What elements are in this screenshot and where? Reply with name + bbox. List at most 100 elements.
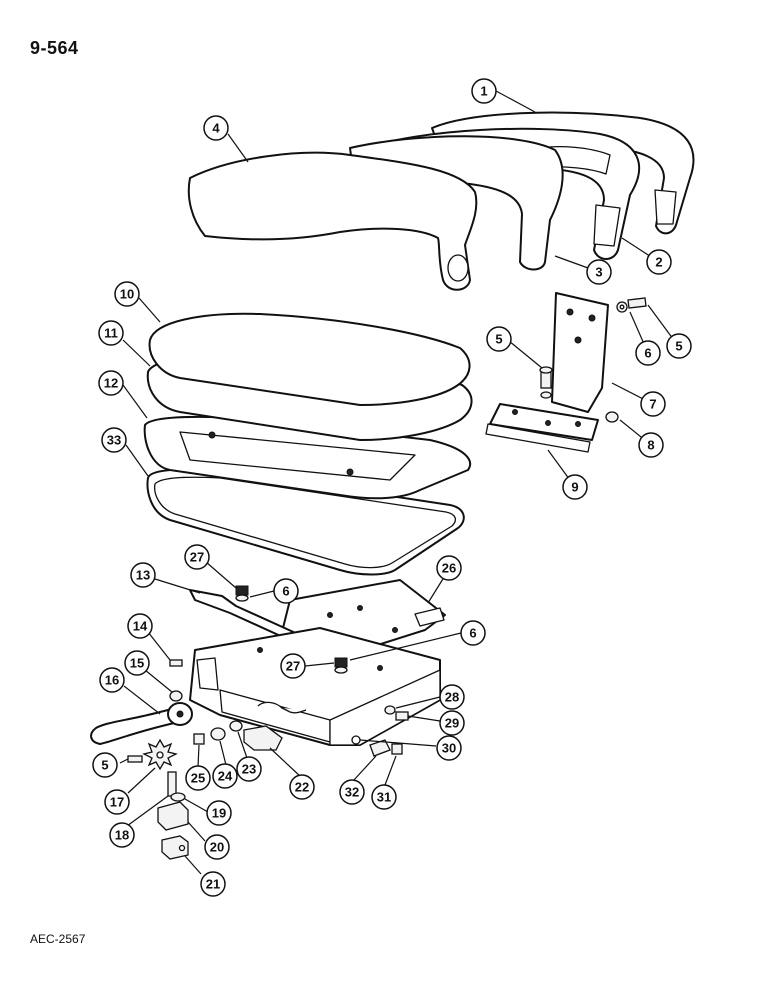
part-5-bolt-handle: [127, 755, 143, 763]
svg-text:29: 29: [445, 716, 459, 731]
svg-text:13: 13: [136, 568, 150, 583]
svg-text:27: 27: [286, 659, 300, 674]
callout-24: 24: [212, 763, 238, 789]
part-31-cap: [391, 743, 403, 755]
callout-33: 33: [101, 427, 127, 453]
part-19-washer: [170, 792, 186, 802]
part-9-mount-plate: [485, 403, 599, 453]
part-25-screw: [193, 733, 205, 745]
callout-23: 23: [236, 756, 262, 782]
callout-5-upper-right: 5: [666, 333, 692, 359]
callout-1: 1: [471, 78, 497, 104]
part-5-bolt-bracket: [539, 366, 553, 399]
svg-text:25: 25: [191, 771, 205, 786]
part-8-plug: [605, 411, 619, 423]
callout-14: 14: [127, 613, 153, 639]
callout-5-handle: 5: [92, 752, 118, 778]
svg-text:22: 22: [295, 780, 309, 795]
callout-16: 16: [99, 667, 125, 693]
part-14-screw: [169, 659, 183, 667]
callout-12: 12: [98, 370, 124, 396]
callout-13: 13: [130, 562, 156, 588]
svg-text:6: 6: [282, 584, 289, 599]
svg-text:9: 9: [571, 480, 578, 495]
callout-26: 26: [436, 555, 462, 581]
callout-27-lower: 27: [280, 653, 306, 679]
svg-text:1: 1: [480, 84, 487, 99]
callout-8: 8: [638, 432, 664, 458]
callout-10: 10: [114, 281, 140, 307]
callout-18: 18: [109, 822, 135, 848]
svg-text:27: 27: [190, 550, 204, 565]
part-27-nut-upper: [235, 585, 249, 602]
part-28-nut: [384, 705, 396, 715]
callout-19: 19: [206, 800, 232, 826]
callout-15: 15: [124, 650, 150, 676]
callout-29: 29: [439, 710, 465, 736]
callout-28: 28: [439, 684, 465, 710]
part-21-block: [161, 835, 189, 860]
page-number: 9-564: [30, 38, 79, 58]
callout-9: 9: [562, 474, 588, 500]
callout-6-plate: 6: [460, 620, 486, 646]
svg-text:30: 30: [442, 741, 456, 756]
svg-text:20: 20: [210, 840, 224, 855]
svg-text:21: 21: [206, 877, 220, 892]
callout-20: 20: [204, 834, 230, 860]
svg-text:5: 5: [675, 339, 682, 354]
callout-32: 32: [339, 779, 365, 805]
svg-text:10: 10: [120, 287, 134, 302]
callout-6-bracket: 6: [635, 340, 661, 366]
callout-2: 2: [646, 249, 672, 275]
drawing-reference: AEC-2567: [30, 932, 86, 946]
part-27-nut-lower: [334, 657, 348, 674]
callout-6-arm: 6: [273, 578, 299, 604]
svg-text:11: 11: [104, 326, 118, 341]
callout-31: 31: [371, 784, 397, 810]
callout-7: 7: [640, 391, 666, 417]
svg-text:33: 33: [107, 433, 121, 448]
part-18-screw: [167, 771, 177, 797]
svg-text:17: 17: [110, 795, 124, 810]
svg-text:16: 16: [105, 673, 119, 688]
part-10-seat-cushion: [148, 312, 471, 406]
callout-17: 17: [104, 789, 130, 815]
svg-text:8: 8: [647, 438, 654, 453]
svg-text:14: 14: [133, 619, 148, 634]
svg-text:18: 18: [115, 828, 129, 843]
svg-text:26: 26: [442, 561, 456, 576]
slide-base: [189, 627, 441, 746]
svg-text:28: 28: [445, 690, 459, 705]
part-16-handle: [90, 702, 193, 745]
callout-22: 22: [289, 774, 315, 800]
part-7-back-bracket: [551, 292, 609, 413]
callout-25: 25: [185, 765, 211, 791]
part-15-washer: [169, 690, 183, 702]
part-4-back-cushion: [187, 151, 478, 291]
part-24-spacer: [210, 727, 226, 741]
svg-text:5: 5: [101, 758, 108, 773]
callout-30: 30: [436, 735, 462, 761]
callout-27-upper: 27: [184, 544, 210, 570]
svg-text:23: 23: [242, 762, 256, 777]
part-20-block: [157, 801, 189, 831]
svg-text:32: 32: [345, 785, 359, 800]
svg-text:4: 4: [212, 121, 220, 136]
part-23-bushing: [229, 720, 243, 732]
svg-text:12: 12: [104, 376, 118, 391]
part-5-bolt-upper-right: [616, 297, 647, 313]
callout-3: 3: [586, 259, 612, 285]
callout-21: 21: [200, 871, 226, 897]
part-17-star-wheel: [142, 738, 178, 771]
svg-text:24: 24: [218, 769, 233, 784]
svg-text:2: 2: [655, 255, 662, 270]
callout-5-bracket: 5: [486, 326, 512, 352]
svg-text:5: 5: [495, 332, 502, 347]
svg-text:7: 7: [649, 397, 656, 412]
svg-text:15: 15: [130, 656, 144, 671]
svg-text:31: 31: [377, 790, 391, 805]
part-29-bolt: [395, 711, 409, 721]
svg-text:6: 6: [469, 626, 476, 641]
svg-text:3: 3: [595, 265, 602, 280]
